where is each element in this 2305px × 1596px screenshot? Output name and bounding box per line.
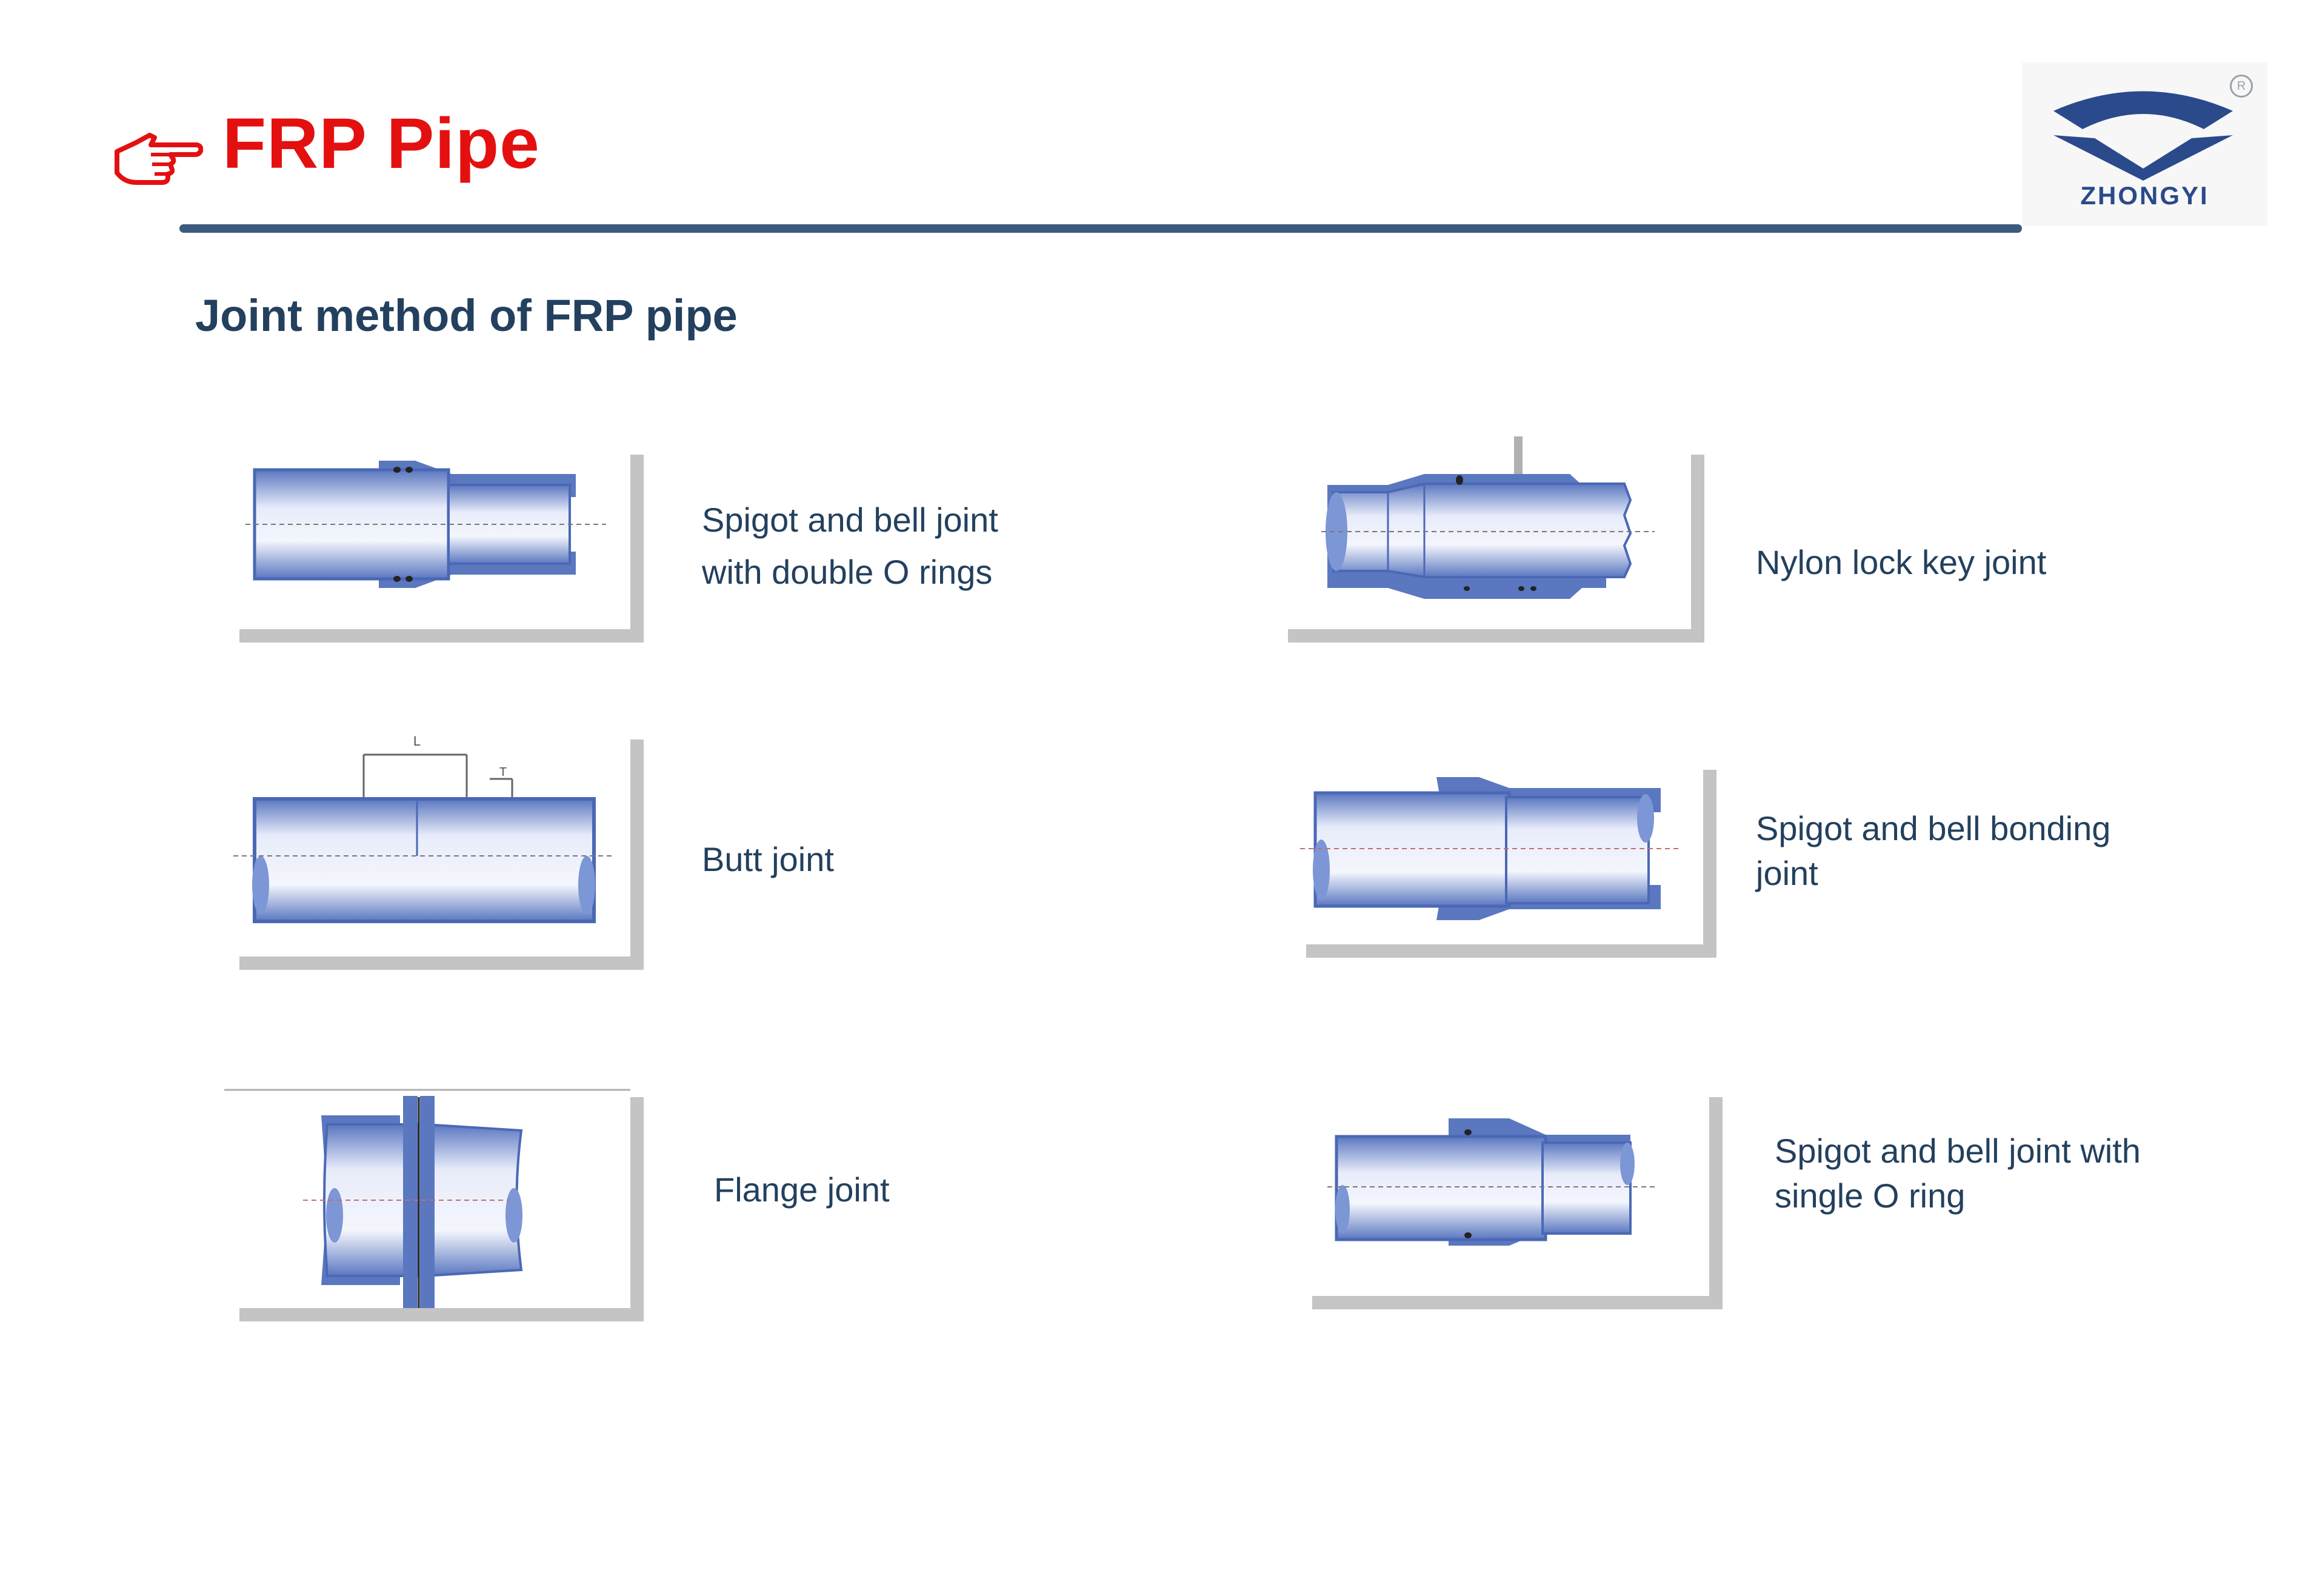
joint-label-flange: Flange joint: [714, 1167, 890, 1213]
section-heading: Joint method of FRP pipe: [195, 290, 738, 341]
logo-wordmark: ZHONGYI: [2080, 181, 2209, 210]
joint-label-spigot-bell-single-o-ring: Spigot and bell joint with single O ring: [1775, 1129, 2141, 1218]
header-rule: [179, 224, 2022, 233]
spigot-bell-single-o-ring-diagram: [1303, 1091, 1723, 1309]
joint-label-line: Butt joint: [702, 840, 834, 878]
joint-label-line: Spigot and bell joint with: [1775, 1132, 2141, 1170]
spigot-bell-bonding-diagram: [1297, 764, 1716, 958]
joint-label-line: Spigot and bell bonding: [1756, 809, 2111, 847]
joint-label-spigot-bell-double-o-ring: Spigot and bell joint with double O ring…: [702, 497, 998, 595]
joint-label-line: Nylon lock key joint: [1756, 543, 2047, 581]
joint-label-nylon-lock-key: Nylon lock key joint: [1756, 539, 2046, 586]
dimension-label-l: L: [413, 733, 421, 749]
page-title: FRP Pipe: [222, 104, 540, 184]
joint-label-line: Flange joint: [714, 1170, 890, 1209]
zhongyi-logo-mark-icon: [2053, 91, 2233, 181]
joint-label-line: with double O rings: [702, 552, 993, 591]
joint-label-line: joint: [1756, 853, 1818, 892]
spigot-bell-double-o-ring-diagram: [230, 449, 644, 643]
butt-joint-diagram: L T: [230, 733, 644, 970]
dimension-label-t: T: [499, 766, 507, 779]
joint-label-butt: Butt joint: [702, 836, 834, 883]
flange-joint-diagram: [224, 1089, 644, 1321]
joint-label-line: Spigot and bell joint: [702, 501, 998, 539]
registered-mark-icon: R: [2230, 75, 2253, 98]
pointing-hand-icon: [115, 133, 203, 185]
nylon-lock-key-diagram: [1279, 436, 1704, 643]
joint-label-line: single O ring: [1775, 1176, 1966, 1215]
zhongyi-logo: R ZHONGYI: [2022, 62, 2267, 226]
joint-label-spigot-bell-bonding: Spigot and bell bonding joint: [1756, 806, 2110, 896]
